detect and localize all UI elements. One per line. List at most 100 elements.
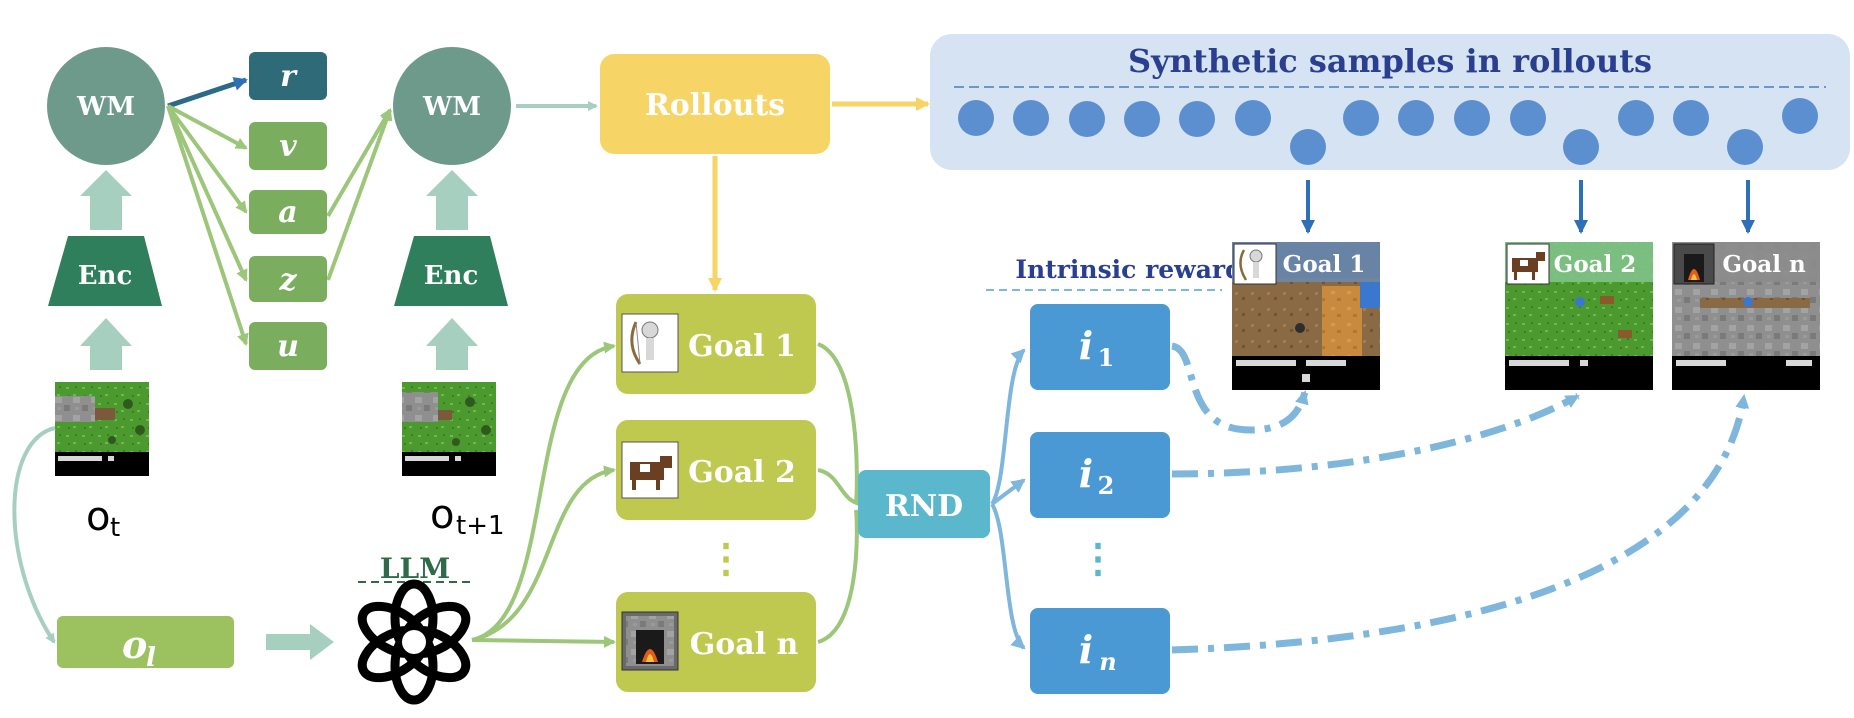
encoder-node-2 xyxy=(394,236,508,306)
samples-section: Synthetic samples in rollouts Intrinsic … xyxy=(930,34,1850,694)
sample-dot xyxy=(1013,100,1049,136)
intrinsic-box-n xyxy=(1030,608,1170,694)
i2-label: i xyxy=(1079,451,1093,496)
llm-to-goal1-arrow xyxy=(471,341,616,642)
sample-dot xyxy=(1124,101,1160,137)
enc2-label: Enc xyxy=(424,261,479,291)
frame1-goal-label: Goal 1 xyxy=(1283,251,1366,278)
upward-arrows xyxy=(80,170,478,370)
intrinsic-box-1 xyxy=(1030,304,1170,390)
sample-dot xyxy=(1454,100,1490,136)
var-label-r: r xyxy=(280,59,298,94)
cow-icon xyxy=(621,441,679,499)
rnd-to-i1-arrow xyxy=(990,348,1026,506)
obs-t1-subscript: t+1 xyxy=(456,511,505,541)
goal2-to-rnd-line xyxy=(817,468,861,506)
llm-to-goal2-arrow xyxy=(471,465,616,642)
wm-to-r-arrow xyxy=(167,77,248,109)
framen-goal-label: Goal n xyxy=(1722,251,1806,278)
goal-n-label: Goal n xyxy=(690,627,799,662)
intrinsic-box-2 xyxy=(1030,432,1170,518)
var-label-a: a xyxy=(278,195,297,230)
obs-to-enc-arrow-2 xyxy=(426,318,478,370)
sample-dot-selected xyxy=(1727,129,1763,165)
goaln-to-rnd-line xyxy=(817,509,859,644)
var-box-v xyxy=(249,122,327,170)
obs-t1-label: o xyxy=(430,492,454,538)
rnd-to-in-arrow xyxy=(990,502,1026,650)
world-model-node-2 xyxy=(393,47,511,165)
sample-dot xyxy=(1510,100,1546,136)
enc-to-wm-arrow-2 xyxy=(426,170,478,230)
sample-dot xyxy=(1782,98,1818,134)
goal-2-label: Goal 2 xyxy=(688,455,796,490)
i1-subscript: 1 xyxy=(1098,343,1115,372)
observation-frame-t1 xyxy=(402,382,496,476)
world-model-section: WM WM Enc Enc r v a z u xyxy=(12,47,598,705)
obs-to-enc-arrow-1 xyxy=(80,318,132,370)
sample-dot xyxy=(958,100,994,136)
sample-dot-selected xyxy=(1563,129,1599,165)
goal-1-label: Goal 1 xyxy=(688,329,796,364)
skeleton-icon xyxy=(621,313,679,373)
wm-to-z-arrow xyxy=(166,105,248,282)
wm-to-u-arrow xyxy=(166,105,249,346)
var-box-a xyxy=(249,190,327,234)
frame1-skeleton-icon xyxy=(1233,243,1277,285)
in-to-framen-connector xyxy=(1171,394,1750,654)
furnace-icon xyxy=(621,611,679,671)
i1-to-frame1-connector xyxy=(1170,342,1309,434)
z-to-wm2-arrow xyxy=(326,108,393,281)
framen-furnace-icon xyxy=(1673,243,1715,285)
intrinsic-title: Intrinsic rewards xyxy=(1015,255,1256,284)
goal1-to-rnd-line xyxy=(817,342,859,505)
sample-dot xyxy=(1069,101,1105,137)
sample-dot xyxy=(1673,100,1709,136)
var-label-u: u xyxy=(277,329,299,364)
observation-frame-t xyxy=(55,382,149,476)
wm1-label: WM xyxy=(76,92,135,122)
obs-to-ol-arrow xyxy=(12,426,56,644)
a-to-wm2-arrow xyxy=(326,108,392,218)
frame2-cow-icon xyxy=(1506,243,1550,285)
encoder-node-1 xyxy=(48,236,162,306)
sample-dot xyxy=(1618,100,1654,136)
var-label-z: z xyxy=(278,263,297,298)
sample-dots xyxy=(958,98,1818,165)
world-model-node-1 xyxy=(47,47,165,165)
goal-section: Rollouts Goal 1 Goal 2 ⋮ xyxy=(471,54,1026,692)
llm-logo-icon xyxy=(357,579,471,705)
enc-to-wm-arrow-1 xyxy=(80,170,132,230)
i1-label: i xyxy=(1079,323,1093,368)
wm-to-vars-connectors xyxy=(166,77,393,346)
rnd-to-i2-arrow xyxy=(990,478,1026,506)
enc1-label: Enc xyxy=(78,261,133,291)
wm-to-v-arrow xyxy=(167,104,248,150)
llm-label: LLM xyxy=(380,552,450,585)
ol-label: o xyxy=(122,622,147,667)
sample-dot xyxy=(1398,100,1434,136)
intrinsics-ellipsis: ⋮ xyxy=(1078,535,1118,582)
panel-title: Synthetic samples in rollouts xyxy=(1128,42,1652,80)
in-label: i xyxy=(1079,627,1093,672)
rollouts-box xyxy=(600,54,830,154)
sample-dot-selected xyxy=(1290,129,1326,165)
rollouts-label: Rollouts xyxy=(645,88,785,123)
goals-ellipsis: ⋮ xyxy=(706,535,746,582)
frame2-goal-label: Goal 2 xyxy=(1554,251,1637,278)
obs-t-subscript: t xyxy=(110,513,120,543)
sample-dot xyxy=(1179,101,1215,137)
i2-to-frame2-connector xyxy=(1171,392,1580,478)
wm2-label: WM xyxy=(422,92,481,122)
i2-subscript: 2 xyxy=(1098,471,1115,500)
llm-to-goaln-arrow xyxy=(471,635,616,648)
in-subscript: n xyxy=(1099,647,1116,676)
obs-t-label: o xyxy=(86,494,110,540)
var-label-v: v xyxy=(279,129,297,164)
wm-to-a-arrow xyxy=(166,104,248,214)
sample-dot xyxy=(1235,100,1271,136)
language-obs-box xyxy=(57,616,234,668)
ol-to-llm-arrow xyxy=(266,624,334,660)
var-box-r xyxy=(249,52,327,100)
